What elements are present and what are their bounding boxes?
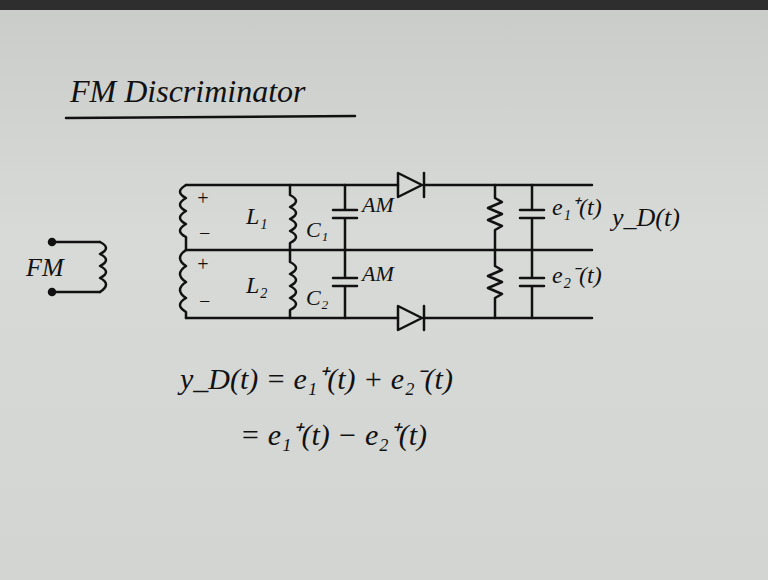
- part-name: C₂: [306, 286, 328, 310]
- equation: = e₁⁺(t) − e₂⁺(t): [240, 418, 427, 451]
- diode-symbol: [398, 306, 424, 330]
- part-name: AM: [362, 262, 394, 286]
- secondary-coil: [180, 250, 186, 318]
- equation: y_D(t) = e₁⁺(t) + e₂⁻(t): [180, 362, 453, 395]
- resistor-symbol: [488, 185, 502, 250]
- diode-symbol: [398, 173, 424, 197]
- capacitor-symbol: [520, 185, 544, 250]
- part-name: AM: [362, 193, 394, 217]
- terminal-dot: [49, 289, 55, 295]
- part-name: C₁: [306, 218, 328, 242]
- signal-name: e₂⁻(t): [552, 262, 602, 288]
- diagram-title: FM Discriminator: [70, 74, 306, 109]
- capacitor-symbol: [333, 185, 357, 250]
- signal-name: e₁⁺(t): [552, 194, 602, 220]
- signal-name: y_D(t): [612, 204, 680, 233]
- polarity-mark: +: [196, 253, 210, 275]
- board-frame: [0, 0, 768, 10]
- part-name: L₂: [246, 272, 268, 298]
- part-name: L₁: [246, 203, 268, 229]
- signal-name: FM: [26, 254, 64, 283]
- terminal-dot: [49, 239, 55, 245]
- polarity-mark: −: [198, 222, 212, 244]
- resistor-symbol: [488, 250, 502, 318]
- primary-coil: [100, 242, 106, 292]
- capacitor-symbol: [520, 250, 544, 318]
- inductor-symbol: [290, 185, 296, 250]
- secondary-coil: [180, 185, 186, 250]
- inductor-symbol: [290, 250, 296, 318]
- capacitor-symbol: [333, 250, 357, 318]
- polarity-mark: +: [196, 187, 210, 209]
- title-underline: [66, 116, 355, 118]
- polarity-mark: −: [198, 290, 212, 312]
